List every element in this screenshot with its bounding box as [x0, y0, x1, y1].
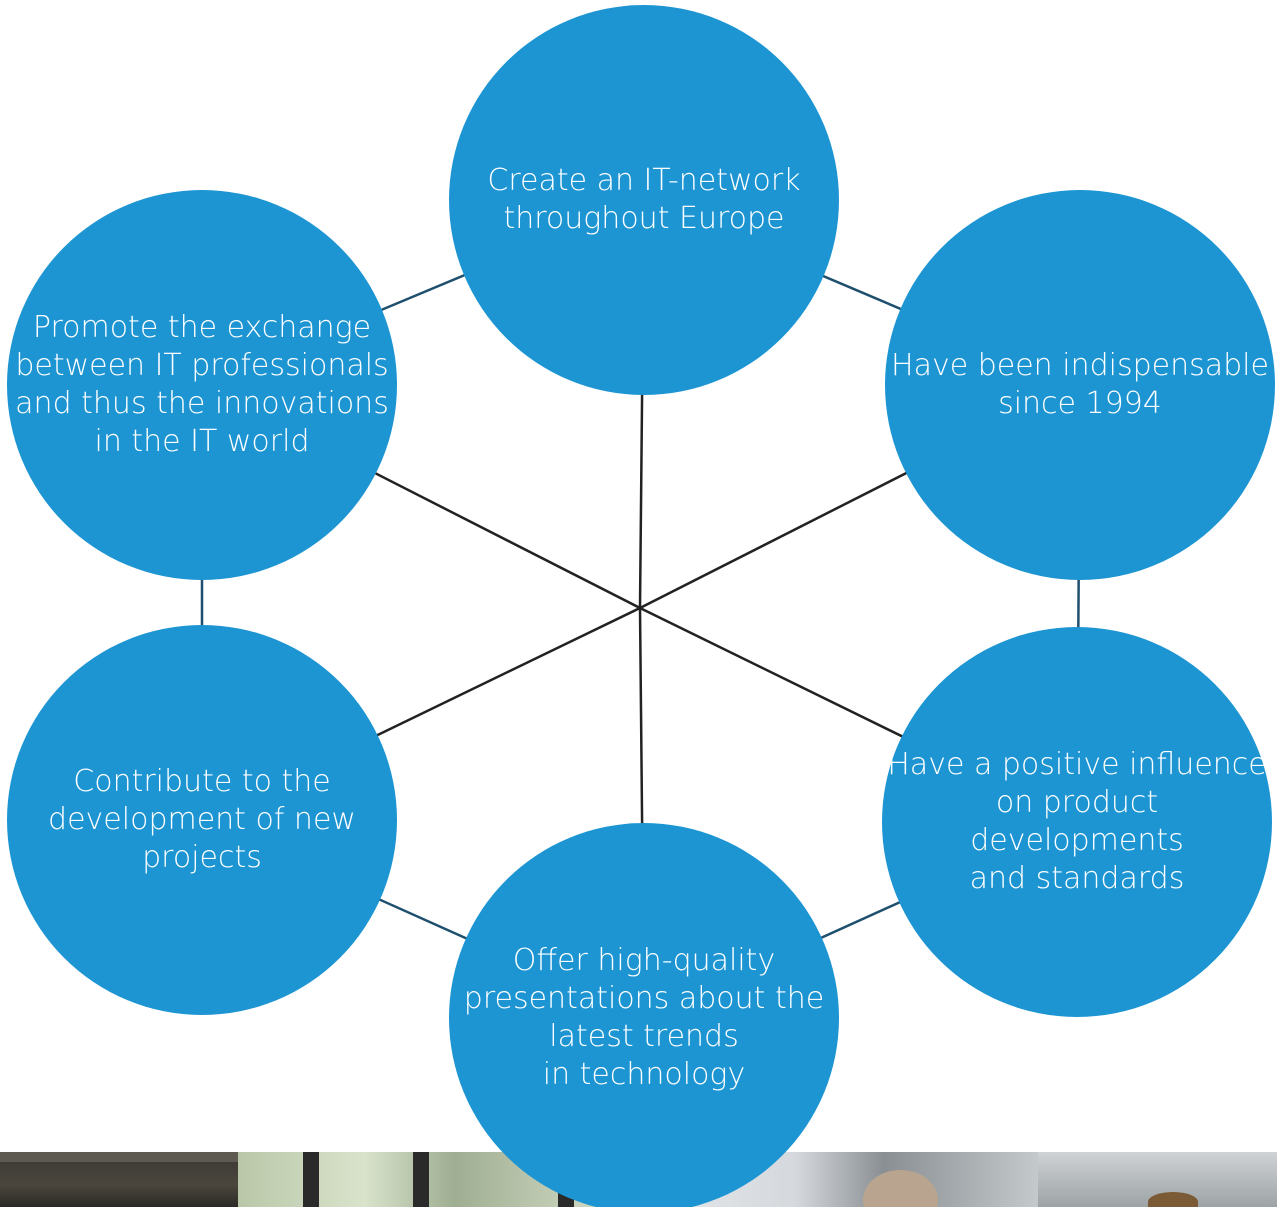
node-circle-lower-right	[882, 627, 1272, 1017]
node-label-upper-left: Promote the exchange between IT professi…	[15, 310, 389, 459]
node-circles	[7, 5, 1275, 1207]
conference-room-photo	[0, 1152, 238, 1207]
node-circle-bottom	[449, 823, 839, 1207]
node-circle-lower-left	[7, 625, 397, 1015]
event-hall-photo	[1038, 1152, 1277, 1207]
node-circle-upper-right	[885, 190, 1275, 580]
node-label-lower-right: Have a positive influence on product dev…	[887, 747, 1267, 896]
node-label-bottom: Offer high-quality presentations about t…	[463, 943, 825, 1092]
node-circle-upper-left	[7, 190, 397, 580]
node-label-top: Create an IT-network throughout Europe	[487, 163, 801, 236]
node-label-upper-right: Have been indispensable since 1994	[891, 348, 1269, 421]
node-circle-top	[449, 5, 839, 395]
node-label-lower-left: Contribute to the development of new pro…	[48, 764, 356, 875]
